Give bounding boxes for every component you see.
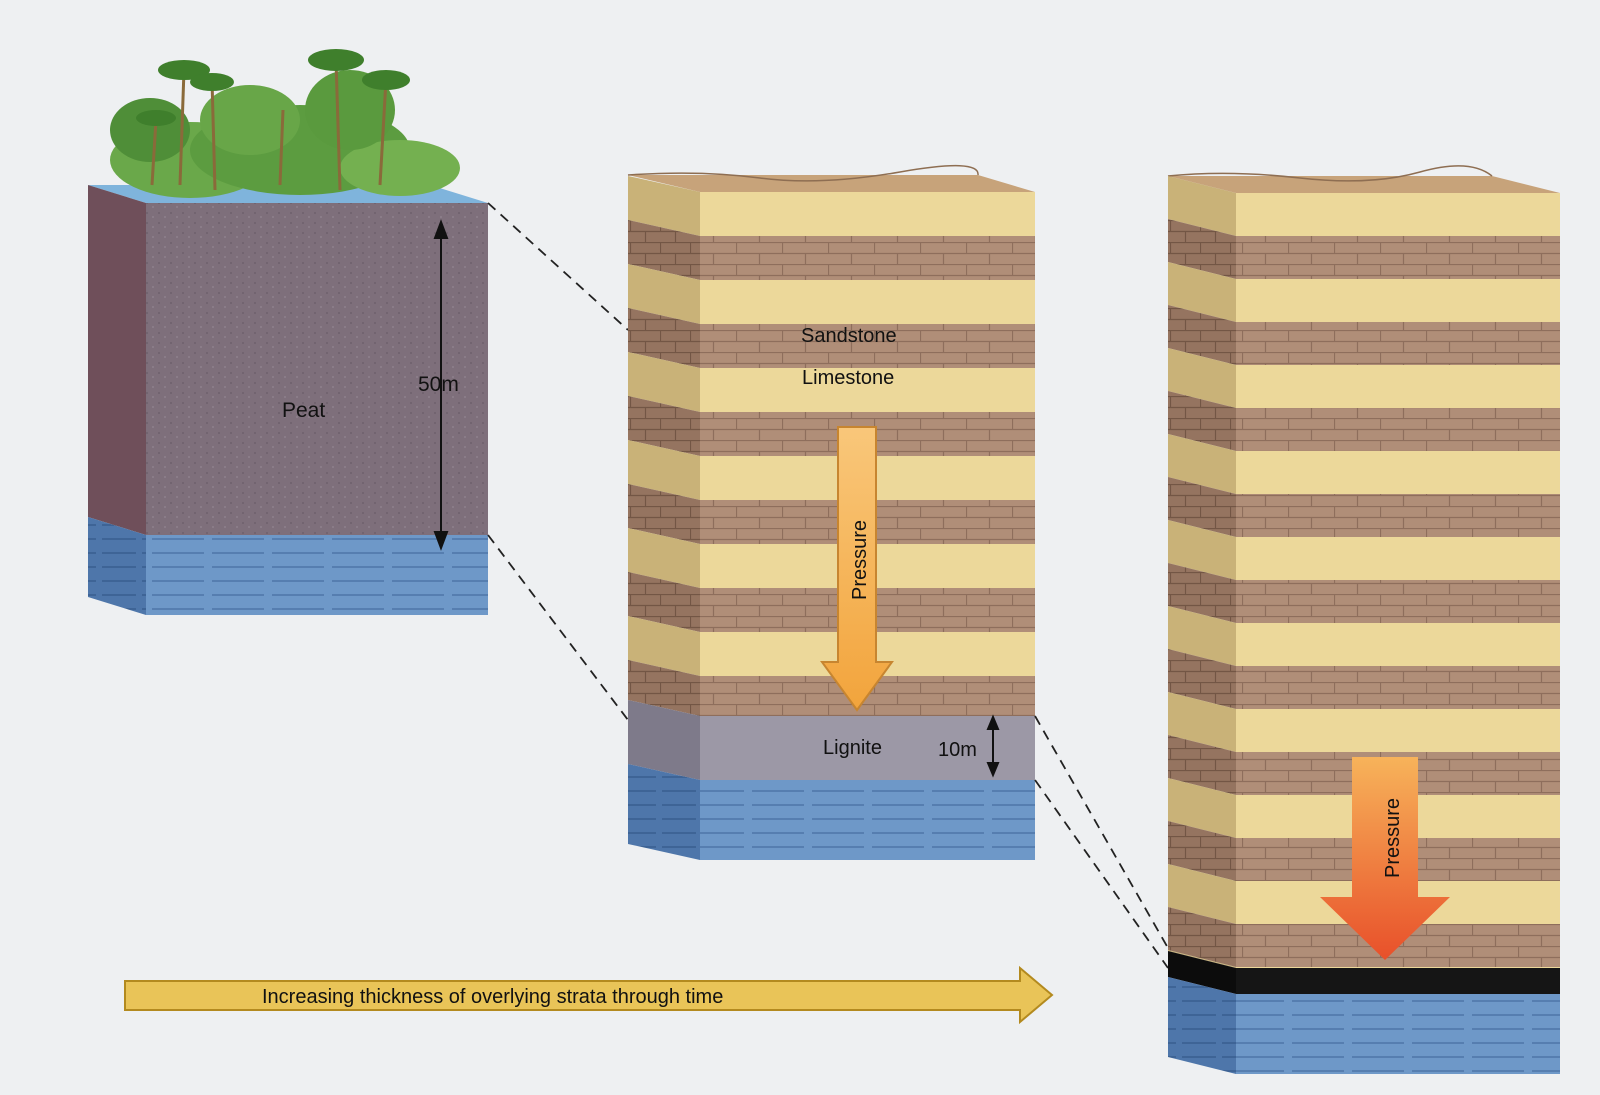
sandstone-layer — [700, 280, 1035, 324]
sandstone-layer — [700, 368, 1035, 412]
limestone-layer — [1236, 494, 1560, 537]
strata-side-face — [1168, 649, 1236, 709]
strata-side-face — [1168, 477, 1236, 537]
peat-thickness-arrow — [433, 219, 449, 551]
peat-label: Peat — [282, 399, 325, 422]
sandstone-layer — [1236, 193, 1560, 236]
strata-side-face — [628, 616, 700, 676]
sandstone-layer — [700, 192, 1035, 236]
projection-lines-left — [487, 202, 629, 721]
limestone-layer — [1236, 236, 1560, 279]
lignite-thickness-label: 10m — [938, 739, 977, 761]
pressure-label-middle: Pressure — [849, 520, 871, 600]
lignite-thickness-arrow — [986, 714, 1000, 778]
sandstone-layer — [1236, 623, 1560, 666]
sandstone-layer — [1236, 365, 1560, 408]
strata-side-face — [628, 308, 700, 368]
strata-side-face — [1168, 778, 1236, 838]
strata-side-face — [1168, 563, 1236, 623]
strata-side-face — [1168, 950, 1236, 968]
peat-block: 50m Peat — [88, 49, 488, 615]
peat-thickness-label: 50m — [418, 373, 459, 396]
limestone-layer — [1236, 580, 1560, 623]
strata-side-face — [1168, 864, 1236, 924]
strata-side-face — [1168, 391, 1236, 451]
limestone-layer — [1236, 408, 1560, 451]
strata-side-face — [1168, 907, 1236, 967]
limestone-layer — [700, 324, 1035, 368]
strata-side-face — [1168, 176, 1236, 236]
strata-side-face — [1168, 821, 1236, 881]
projection-lines-right — [1034, 715, 1169, 969]
limestone-layer — [1236, 666, 1560, 709]
strata-side-face — [1168, 348, 1236, 408]
strata-side-face — [1168, 262, 1236, 322]
strata-side-face — [628, 528, 700, 588]
strata-side-face — [1168, 520, 1236, 580]
strata-side-face — [628, 440, 700, 500]
lignite-block: Pressure Sandstone Limestone Lignite 10m — [627, 165, 1035, 860]
pressure-label-right: Pressure — [1382, 798, 1404, 878]
strata-side-face — [1168, 434, 1236, 494]
strata-side-face — [628, 220, 700, 280]
strata-side-face — [628, 264, 700, 324]
pressure-arrow-right — [1320, 757, 1450, 960]
strata-side-face — [1168, 219, 1236, 279]
strata-side-face — [1168, 692, 1236, 752]
pressure-arrow-middle — [820, 426, 894, 712]
strata-side-face — [628, 572, 700, 632]
strata-side-face — [628, 352, 700, 412]
sandstone-label: Sandstone — [801, 325, 897, 347]
sandstone-layer — [1236, 709, 1560, 752]
coal-block: Pressure — [1167, 165, 1560, 1074]
strata-side-face — [1168, 735, 1236, 795]
limestone-label: Limestone — [802, 367, 894, 389]
time-arrow — [124, 965, 1054, 1025]
sandstone-layer — [1236, 537, 1560, 580]
strata-side-face — [628, 660, 700, 716]
strata-side-face — [628, 396, 700, 456]
sandstone-layer — [1236, 967, 1560, 968]
strata-side-face — [628, 484, 700, 544]
strata-side-face — [1168, 305, 1236, 365]
swamp-vegetation-icon — [110, 49, 460, 198]
strata-side-face — [628, 176, 700, 236]
lignite-label: Lignite — [823, 737, 882, 759]
sandstone-layer — [1236, 279, 1560, 322]
limestone-layer — [700, 236, 1035, 280]
limestone-layer — [1236, 322, 1560, 365]
sandstone-layer — [1236, 451, 1560, 494]
strata-side-face — [1168, 606, 1236, 666]
time-arrow-label: Increasing thickness of overlying strata… — [262, 986, 723, 1008]
